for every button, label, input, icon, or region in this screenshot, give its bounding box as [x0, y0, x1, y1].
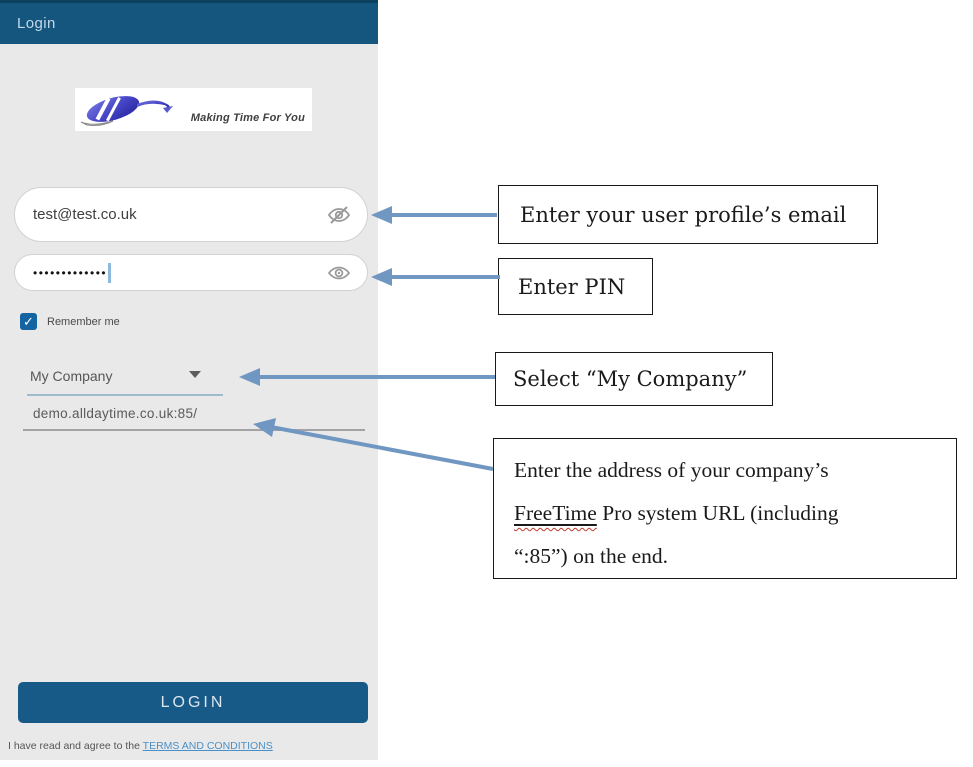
logo-swoosh-icon	[79, 91, 189, 134]
annotation-company-text: Select “My Company”	[513, 367, 748, 391]
email-value: test@test.co.uk	[33, 206, 137, 223]
terms-line: I have read and agree to the TERMS AND C…	[8, 740, 273, 752]
app-bar: Login	[0, 0, 378, 44]
company-dropdown-value: My Company	[30, 368, 113, 384]
login-button[interactable]: LOGIN	[18, 682, 368, 723]
annotation-url-line3: “:85”) on the end.	[514, 544, 669, 568]
pin-masked-value: •••••••••••••	[33, 262, 327, 283]
terms-and-conditions-link[interactable]: TERMS AND CONDITIONS	[142, 740, 273, 752]
annotation-url-line2: FreeTime Pro system URL (including	[514, 492, 956, 535]
chevron-down-icon	[189, 371, 201, 378]
logo-tagline: Making Time For You	[190, 112, 305, 124]
annotation-url-line1: Enter the address of your company’s	[514, 458, 829, 482]
url-underline	[23, 429, 365, 431]
company-logo: Making Time For You	[75, 88, 312, 131]
company-dropdown[interactable]: My Company	[27, 362, 223, 396]
annotation-email-note: Enter your user profile’s email	[498, 185, 878, 244]
annotation-email-text: Enter your user profile’s email	[520, 202, 847, 227]
eye-icon[interactable]	[327, 261, 351, 285]
terms-prefix: I have read and agree to the	[8, 740, 143, 752]
remember-me-label: Remember me	[47, 315, 120, 328]
eye-off-icon[interactable]	[327, 203, 351, 227]
server-url-input[interactable]: demo.alldaytime.co.uk:85/	[23, 405, 365, 431]
text-cursor	[108, 262, 112, 283]
remember-me-row: ✓ Remember me	[20, 313, 120, 330]
freetime-underlined-word: FreeTime	[514, 501, 597, 525]
remember-me-checkbox[interactable]: ✓	[20, 313, 37, 330]
annotation-company-note: Select “My Company”	[495, 352, 773, 406]
annotation-url-line2-rest: Pro system URL (including	[596, 501, 839, 525]
annotation-pin-text: Enter PIN	[518, 274, 626, 299]
page-title: Login	[17, 15, 56, 32]
annotation-pin-note: Enter PIN	[498, 258, 653, 315]
server-url-value: demo.alldaytime.co.uk:85/	[33, 406, 198, 421]
login-screen-panel: Login	[0, 0, 378, 760]
annotation-url-note: Enter the address of your company’s Free…	[493, 438, 957, 579]
pin-input[interactable]: •••••••••••••	[14, 254, 368, 291]
pin-dots: •••••••••••••	[33, 265, 108, 280]
email-input[interactable]: test@test.co.uk	[14, 187, 368, 242]
dropdown-underline	[27, 394, 223, 396]
